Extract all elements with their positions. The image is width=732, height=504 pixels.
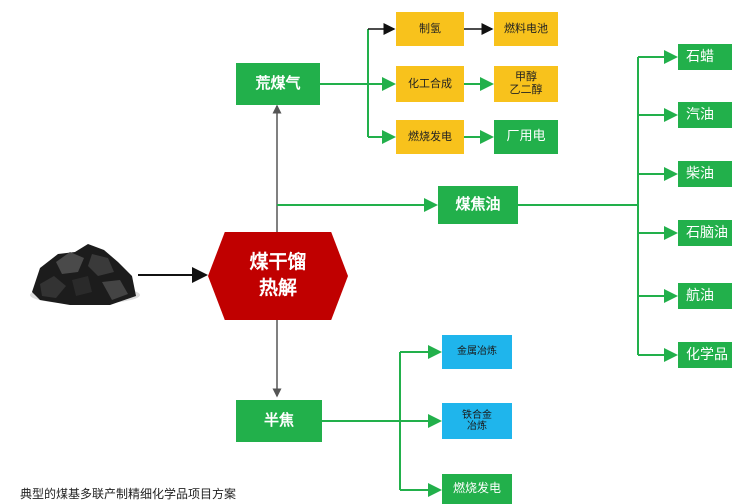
coal-pyrolysis-node: 煤干馏 热解 (208, 232, 348, 320)
hydrogen-node: 制氢 (396, 12, 464, 46)
chemical-synthesis-node: 化工合成 (396, 66, 464, 102)
semi-coke-node: 半焦 (236, 400, 322, 442)
product-jet-fuel: 航油 (678, 283, 732, 309)
coal-icon (30, 244, 140, 305)
methanol-glycol-node: 甲醇 乙二醇 (494, 66, 558, 102)
fuel-cell-node: 燃料电池 (494, 12, 558, 46)
crude-gas-node: 荒煤气 (236, 63, 320, 105)
product-naphtha: 石脑油 (678, 220, 732, 246)
product-chemicals: 化学品 (678, 342, 732, 368)
coke-power-node: 燃烧发电 (442, 474, 512, 504)
plant-power-node: 厂用电 (494, 120, 558, 154)
coal-tar-node: 煤焦油 (438, 186, 518, 224)
product-paraffin: 石蜡 (678, 44, 732, 70)
gas-power-node: 燃烧发电 (396, 120, 464, 154)
ferroalloy-smelting-node: 铁合金 冶炼 (442, 403, 512, 439)
product-diesel: 柴油 (678, 161, 732, 187)
figure-caption: 典型的煤基多联产制精细化学品项目方案 (20, 487, 237, 501)
metal-smelting-node: 金属冶炼 (442, 335, 512, 369)
product-gasoline: 汽油 (678, 102, 732, 128)
